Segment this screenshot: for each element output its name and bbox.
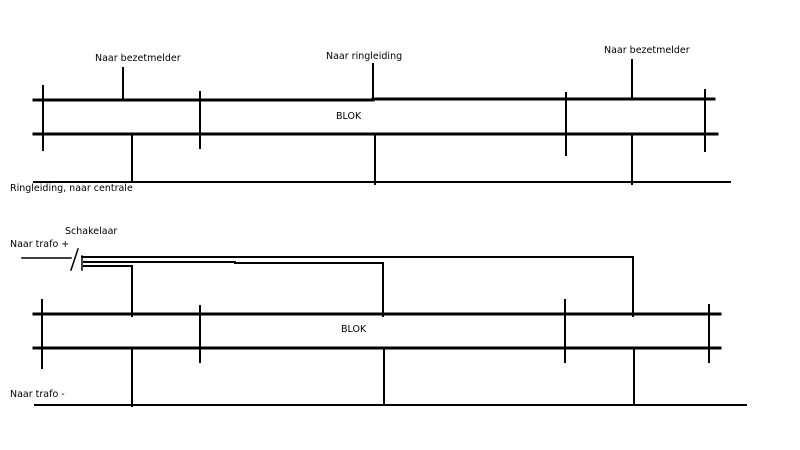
d2-feed-block <box>83 261 384 317</box>
d2-feed-left <box>83 265 133 317</box>
label-block-1: BLOK <box>336 111 362 122</box>
d2-feed-right <box>81 256 634 317</box>
label-trafo-minus: Naar trafo - <box>10 389 65 400</box>
label-switch: Schakelaar <box>65 226 118 237</box>
label-ring-to-central: Ringleiding, naar centrale <box>10 183 133 194</box>
label-trafo-plus: Naar trafo + <box>10 239 70 250</box>
label-ring: Naar ringleiding <box>326 51 403 62</box>
d2-switch-lever <box>70 248 79 271</box>
label-right-detector: Naar bezetmelder <box>604 45 690 56</box>
label-left-detector: Naar bezetmelder <box>95 53 181 64</box>
label-block-2: BLOK <box>341 324 367 335</box>
